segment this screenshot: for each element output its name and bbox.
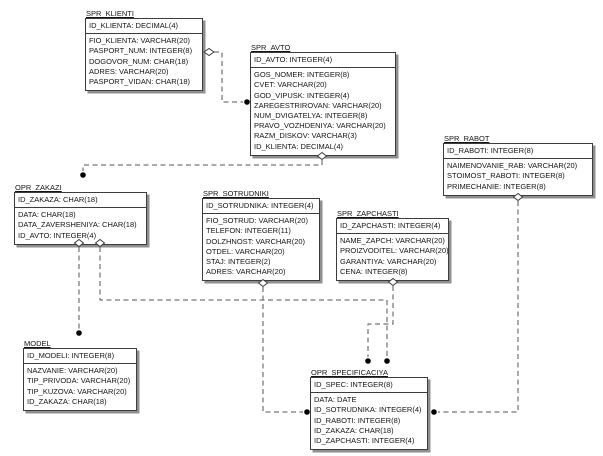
entity-title: SPR_SOTRUDNIKI: [203, 189, 269, 198]
fields-section: DATA: CHAR(18) DATA_ZAVERSHENIYA: CHAR(1…: [15, 208, 146, 244]
field: TELEFON: INTEGER(11): [206, 226, 291, 236]
field: DATA_ZAVERSHENIYA: CHAR(18): [18, 220, 137, 230]
field: PRAVO_VOZHDENIYA: VARCHAR(20): [254, 121, 386, 131]
fields-section: NAIMENOVANIE_RAB: VARCHAR(20) STOIMOST_R…: [444, 159, 592, 195]
entity-spr-rabot[interactable]: SPR_RABOT ID_RABOTI: INTEGER(8) NAIMENOV…: [443, 134, 593, 196]
relationship-line: [262, 287, 303, 413]
many-end-dot-icon: [431, 409, 437, 415]
entity-spr-zapchasti[interactable]: SPR_ZAPCHASTI ID_ZAPCHASTI: INTEGER(4) N…: [336, 209, 449, 281]
fields-section: FIO_SOTRUD: VARCHAR(20) TELEFON: INTEGER…: [203, 214, 319, 280]
field: ID_AVTO: INTEGER(4): [18, 230, 97, 240]
field: FIO_KLIENTA: VARCHAR(20): [89, 36, 190, 46]
relationship-line: [367, 286, 394, 357]
optional-diamond-icon: [203, 47, 215, 57]
field: PROIZVODITEL: VARCHAR(20): [340, 246, 449, 256]
entity-model[interactable]: MODEL ID_MODELI: INTEGER(8) NAZVANIE: VA…: [23, 339, 137, 411]
field: CENA: INTEGER(8): [340, 266, 408, 276]
field: DOGOVOR_NUM: CHAR(18): [89, 56, 189, 66]
many-end-dot-icon: [80, 172, 86, 178]
field: ID_ZAKAZA: CHAR(18): [314, 425, 394, 435]
entity-title: OPR_SPECIFICACIYA: [311, 368, 388, 377]
field: ID_KLIENTA: DECIMAL(4): [254, 141, 344, 151]
entity-title: SPR_AVTO: [251, 43, 291, 52]
field: PASPORT_NUM: INTEGER(8): [89, 46, 193, 56]
field: ID_ZAPCHASTI: INTEGER(4): [314, 435, 415, 445]
fields-section: DATA: DATE ID_SOTRUDNIKA: INTEGER(4) ID_…: [311, 393, 427, 449]
field: ZAREGESTRIROVAN: VARCHAR(20): [254, 100, 382, 110]
field: STAJ: INTEGER(2): [206, 256, 271, 266]
field: NAZVANIE: VARCHAR(20): [27, 366, 118, 376]
primary-key-section: ID_MODELI: INTEGER(8): [24, 349, 136, 365]
primary-key-section: ID_ZAPCHASTI: INTEGER(4): [337, 219, 448, 235]
entity-title: OPR_ZAKAZI: [15, 183, 62, 192]
field: GARANTIYA: VARCHAR(20): [340, 256, 437, 266]
entity-title: MODEL: [24, 339, 51, 348]
field: FIO_SOTRUD: VARCHAR(20): [206, 216, 308, 226]
field: GOS_NOMER: INTEGER(8): [254, 70, 350, 80]
many-end-dot-icon: [384, 358, 390, 364]
fields-section: NAZVANIE: VARCHAR(20) TIP_PRIVODA: VARCH…: [24, 364, 136, 410]
rel-opr-zakazi-to-model[interactable]: [73, 238, 85, 336]
field: CVET: VARCHAR(20): [254, 80, 327, 90]
relationship-line: [82, 160, 323, 171]
fields-section: NAME_ZAPCH: VARCHAR(20) PROIZVODITEL: VA…: [337, 234, 449, 280]
key-field: ID_SPEC: INTEGER(8): [314, 380, 393, 389]
fields-section: GOS_NOMER: INTEGER(8) CVET: VARCHAR(20) …: [251, 68, 395, 155]
field: RAZM_DISKOV: VARCHAR(3): [254, 131, 357, 141]
entity-spr-klienti[interactable]: SPR_KLIENTI ID_KLIENTA: DECIMAL(4) FIO_K…: [85, 9, 203, 92]
entity-opr-zakazi[interactable]: OPR_ZAKAZI ID_ZAKAZA: CHAR(18) DATA: CHA…: [14, 183, 147, 245]
key-field: ID_MODELI: INTEGER(8): [27, 351, 115, 360]
field: STOIMOST_RABOTI: INTEGER(8): [447, 171, 565, 181]
primary-key-section: ID_SOTRUDNIKA: INTEGER(4): [203, 199, 319, 215]
key-field: ID_RABOTI: INTEGER(8): [447, 146, 534, 155]
key-field: ID_SOTRUDNIKA: INTEGER(4): [206, 201, 314, 210]
primary-key-section: ID_RABOTI: INTEGER(8): [444, 144, 592, 160]
primary-key-section: ID_ZAKAZA: CHAR(18): [15, 193, 146, 209]
primary-key-section: ID_AVTO: INTEGER(4): [251, 53, 395, 69]
field: TIP_KUZOVA: VARCHAR(20): [27, 386, 127, 396]
field: ADRES: VARCHAR(20): [89, 66, 169, 76]
field: PRIMECHANIE: INTEGER(8): [447, 181, 546, 191]
entity-title: SPR_ZAPCHASTI: [337, 209, 399, 218]
field: NUM_DVIGATELYA: INTEGER(8): [254, 110, 368, 120]
key-field: ID_AVTO: INTEGER(4): [254, 55, 333, 64]
field: NAME_ZAPCH: VARCHAR(20): [340, 236, 445, 246]
entity-title: SPR_RABOT: [444, 134, 490, 143]
entity-opr-specificaciya[interactable]: OPR_SPECIFICACIYA ID_SPEC: INTEGER(8) DA…: [310, 368, 428, 451]
primary-key-section: ID_KLIENTA: DECIMAL(4): [86, 19, 202, 35]
field: DOLZHNOST: VARCHAR(20): [206, 236, 306, 246]
primary-key-section: ID_SPEC: INTEGER(8): [311, 378, 427, 394]
key-field: ID_KLIENTA: DECIMAL(4): [89, 21, 179, 30]
field: ADRES: VARCHAR(20): [206, 267, 286, 277]
key-field: ID_ZAKAZA: CHAR(18): [18, 195, 98, 204]
many-end-dot-icon: [365, 358, 371, 364]
field: TIP_PRIVODA: VARCHAR(20): [27, 376, 131, 386]
entity-spr-avto[interactable]: SPR_AVTO ID_AVTO: INTEGER(4) GOS_NOMER: …: [250, 43, 396, 156]
rel-spr-klienti-to-spr-avto[interactable]: [203, 47, 250, 105]
field: DATA: DATE: [314, 395, 357, 405]
entity-spr-sotrudniki[interactable]: SPR_SOTRUDNIKI ID_SOTRUDNIKA: INTEGER(4)…: [202, 189, 320, 282]
key-field: ID_ZAPCHASTI: INTEGER(4): [340, 221, 441, 230]
rel-spr-zapchasti-to-opr-specificaciya[interactable]: [365, 277, 399, 364]
many-end-dot-icon: [76, 330, 82, 336]
relationship-line: [438, 201, 519, 413]
rel-spr-sotrudniki-to-opr-specificaciya[interactable]: [257, 278, 310, 415]
field: NAIMENOVANIE_RAB: VARCHAR(20): [447, 161, 578, 171]
rel-spr-avto-to-opr-zakazi[interactable]: [80, 151, 328, 178]
field: PASPORT_VIDAN: CHAR(18): [89, 76, 190, 86]
fields-section: FIO_KLIENTA: VARCHAR(20) PASPORT_NUM: IN…: [86, 34, 202, 90]
field: OTDEL: VARCHAR(20): [206, 246, 285, 256]
field: DATA: CHAR(18): [18, 210, 76, 220]
many-end-dot-icon: [244, 99, 250, 105]
field: ID_RABOTI: INTEGER(8): [314, 415, 401, 425]
field: ID_ZAKAZA: CHAR(18): [27, 396, 107, 406]
many-end-dot-icon: [304, 409, 310, 415]
field: GOD_VIPUSK: INTEGER(4): [254, 90, 350, 100]
entity-title: SPR_KLIENTI: [86, 9, 134, 18]
relationship-line: [214, 51, 243, 103]
field: ID_SOTRUDNIKA: INTEGER(4): [314, 405, 422, 415]
